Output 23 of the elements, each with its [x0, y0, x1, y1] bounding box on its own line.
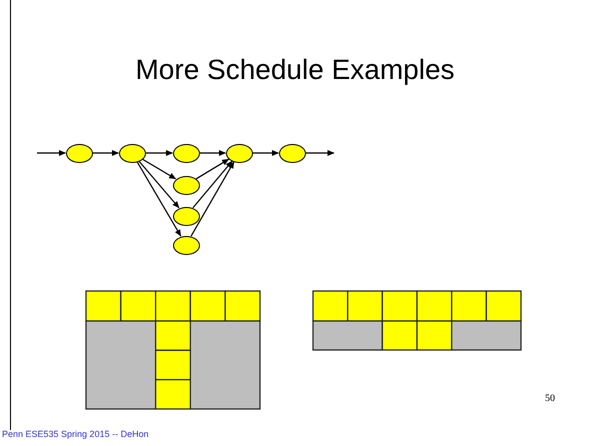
task-node	[172, 206, 200, 226]
task-node	[172, 236, 200, 254]
arrow	[142, 158, 176, 180]
footer-text: Penn ESE535 Spring 2015 -- DeHon	[2, 428, 149, 441]
arrow	[136, 161, 182, 237]
arrow	[138, 160, 180, 208]
arrow	[306, 150, 334, 156]
arrow	[200, 150, 226, 156]
arrow	[252, 150, 279, 156]
arrow	[92, 150, 119, 156]
task-node	[118, 144, 146, 162]
arrow	[190, 161, 234, 236]
arrow	[146, 150, 173, 156]
task-node	[66, 144, 92, 162]
task-node	[172, 176, 200, 194]
arrow	[196, 158, 230, 180]
task-node	[226, 144, 252, 162]
arrow	[37, 150, 66, 156]
arrow	[192, 160, 233, 208]
slide-title: More Schedule Examples	[134, 53, 456, 87]
task-node	[278, 144, 306, 162]
task-node	[172, 144, 200, 162]
page-number: 50	[545, 392, 555, 406]
